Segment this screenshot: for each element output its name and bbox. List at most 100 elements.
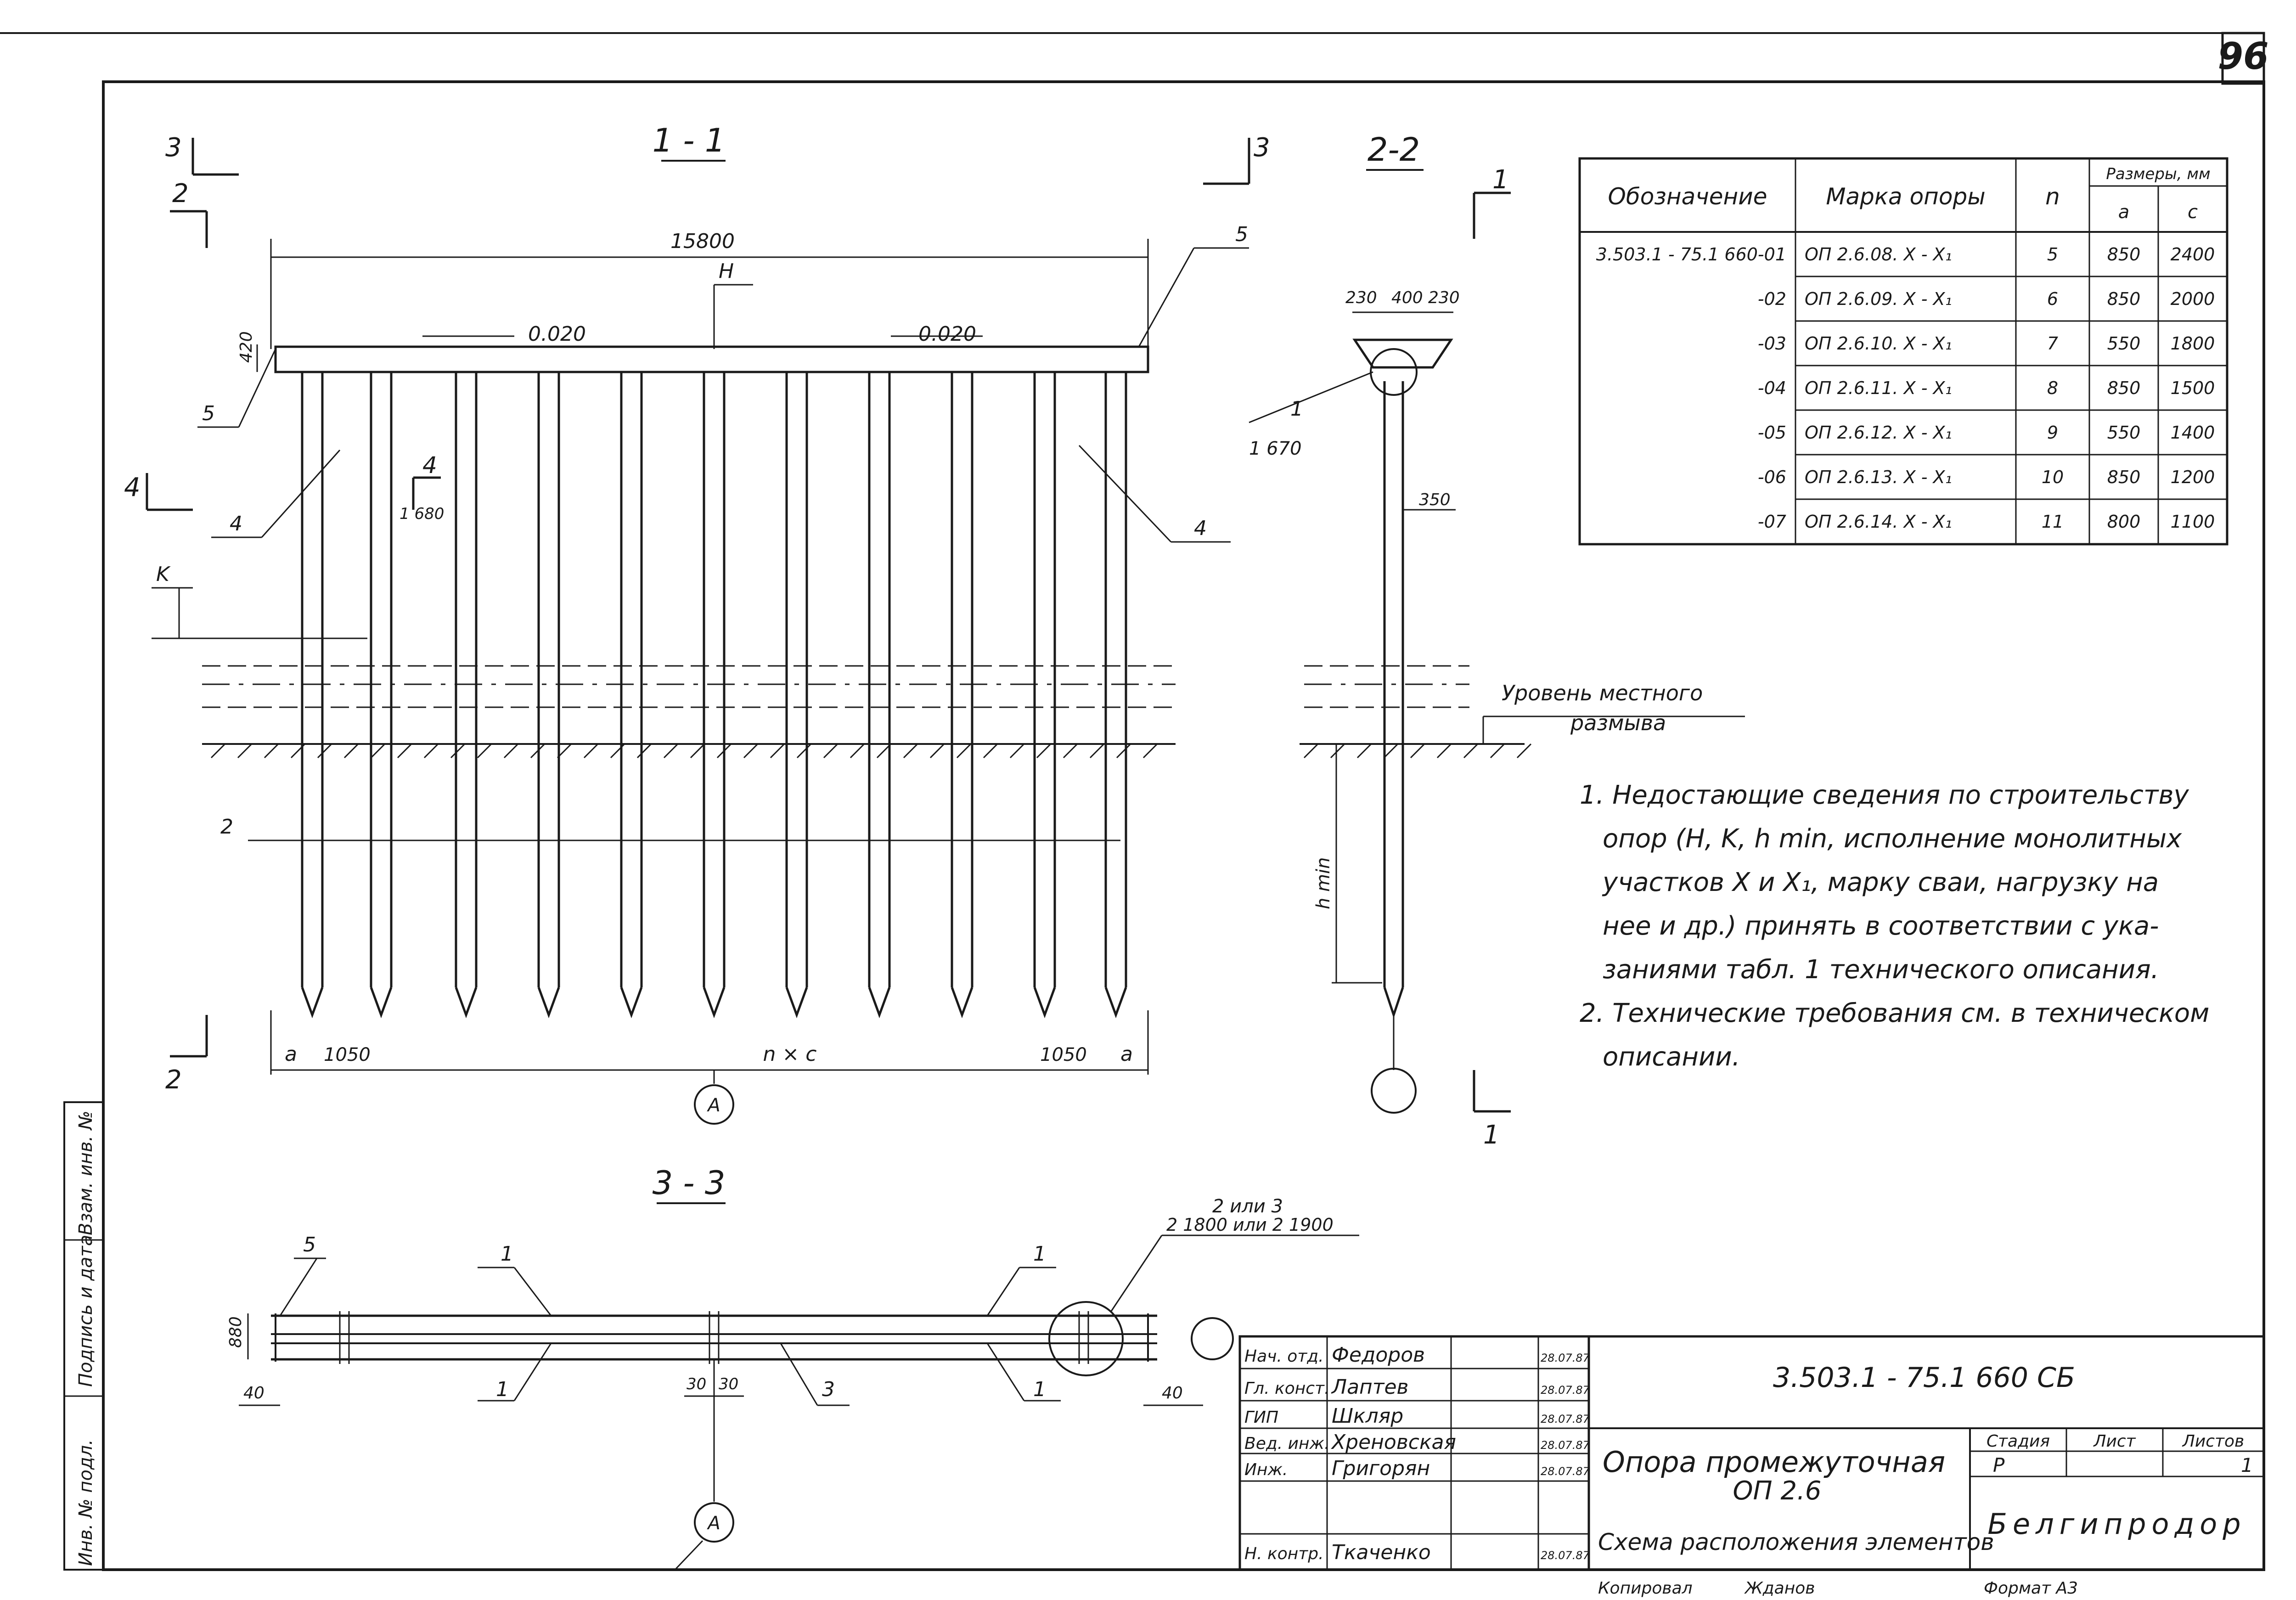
note-line: 1. Недостающие сведения по строительству xyxy=(1580,780,2189,810)
note-line: нее и др.) принять в соответствии с ука- xyxy=(1603,911,2159,941)
th-mark: Марка опоры xyxy=(1826,183,1985,210)
table-cell: ОП 2.6.08. X - X₁ xyxy=(1805,244,1952,265)
axis-a-bottom: A xyxy=(706,1513,720,1534)
slope-right: 0.020 xyxy=(918,322,976,346)
mark-k: K xyxy=(156,563,171,586)
tb-date: 28.07.87 xyxy=(1541,1439,1590,1452)
table-cell: 1400 xyxy=(2171,423,2215,443)
tb-role: Н. контр. xyxy=(1244,1544,1324,1563)
table-cell: 10 xyxy=(2042,467,2064,487)
tb-date: 28.07.87 xyxy=(1541,1549,1590,1562)
th-a: a xyxy=(2118,202,2130,223)
pile xyxy=(868,372,891,1019)
side-stamp-replace: Взам. инв. № xyxy=(75,1110,96,1235)
cap-height-dim: 420 xyxy=(237,331,256,363)
tb-date: 28.07.87 xyxy=(1541,1465,1590,1478)
dim-230-left: 230 xyxy=(1345,288,1377,307)
section-1-1: 1 - 1 15800 420 0.020 0.020 H K xyxy=(124,122,1532,1125)
section-3-3: 3 - 3 880 5 1 1 1 1 3 xyxy=(226,1164,1359,1571)
tb-name: Федоров xyxy=(1332,1343,1425,1367)
cut-4-left: 4 xyxy=(124,473,141,502)
callout-1: 1 xyxy=(1290,397,1303,421)
cut-4-ref: 1 680 xyxy=(400,505,444,523)
table-cell: 6 xyxy=(2047,289,2058,309)
side-stamp-sign: Подпись и дата xyxy=(75,1235,96,1387)
edge-40-left: 40 xyxy=(243,1384,264,1403)
note-line: опор (H, K, h min, исполнение монолитных xyxy=(1603,824,2182,854)
copied-label: Копировал xyxy=(1598,1579,1693,1598)
th-sizes: Размеры, мм xyxy=(2106,165,2210,183)
organization: Белгипродор xyxy=(1987,1507,2246,1541)
pile xyxy=(1104,372,1127,1019)
tb-name: Григорян xyxy=(1332,1457,1430,1480)
tb-role: Гл. конст. xyxy=(1244,1379,1329,1398)
edge-40-right: 40 xyxy=(1162,1384,1183,1403)
slope-left: 0.020 xyxy=(528,322,586,346)
overall-length-dim: 15800 xyxy=(670,230,735,253)
callout-3: 3 xyxy=(822,1378,835,1401)
node-ref-2: 2 1800 или 2 1900 xyxy=(1166,1215,1334,1235)
tb-name: Хреновская xyxy=(1331,1431,1456,1454)
table-cell: 1500 xyxy=(2171,378,2215,398)
scour-label-2: размыва xyxy=(1570,710,1666,735)
node-ref-1: 2 или 3 xyxy=(1212,1196,1283,1217)
table-cell: 11 xyxy=(2042,512,2064,532)
mark-h: H xyxy=(719,259,734,283)
section-1-1-title: 1 - 1 xyxy=(653,122,726,159)
table-cell: ОП 2.6.12. X - X₁ xyxy=(1805,423,1952,443)
end-a-left: a xyxy=(285,1042,297,1066)
note-line: описании. xyxy=(1603,1042,1740,1072)
table-cell: 2400 xyxy=(2171,244,2215,265)
pile xyxy=(301,372,324,1019)
tb-role: Вед. инж. xyxy=(1244,1434,1329,1453)
callout-5-right: 5 xyxy=(1235,223,1248,246)
pile xyxy=(703,372,726,1019)
callout-1-c: 1 xyxy=(496,1378,509,1401)
table-cell: -06 xyxy=(1758,467,1786,487)
tb-name: Лаптев xyxy=(1331,1375,1408,1399)
th-c: c xyxy=(2188,202,2198,223)
piles-group xyxy=(301,372,1127,1019)
table-cell: 550 xyxy=(2107,423,2141,443)
note-line: участков X и X₁, марку сваи, нагрузку на xyxy=(1602,868,2159,897)
width-880: 880 xyxy=(226,1316,245,1348)
note-line: 2. Технические требования см. в техничес… xyxy=(1580,998,2209,1028)
section-2-2: 2-2 230 400 230 350 1 1 670 Уровень мест… xyxy=(1249,131,1745,1150)
callout-4-left: 4 xyxy=(230,512,242,535)
section-2-2-title: 2-2 xyxy=(1367,131,1420,169)
tb-date: 28.07.87 xyxy=(1541,1413,1590,1425)
table-cell: -07 xyxy=(1758,512,1786,532)
cut-markers: 3 2 3 4 4 1 680 2 xyxy=(124,133,1270,1095)
cut-4-mid: 4 xyxy=(422,452,437,479)
title-block-row: Вед. инж.Хреновская 28.07.87 xyxy=(1244,1431,1590,1454)
section-3-3-title: 3 - 3 xyxy=(653,1164,726,1202)
stage-value: Р xyxy=(1993,1454,2005,1476)
side-stamp-inv: Инв. № подл. xyxy=(75,1439,96,1566)
pile xyxy=(1033,372,1056,1019)
callout-1-ref: 1 670 xyxy=(1249,438,1302,459)
pile xyxy=(620,372,643,1019)
sheet-header: Лист xyxy=(2093,1432,2136,1451)
callout-4-right: 4 xyxy=(1194,517,1207,540)
callout-1-a: 1 xyxy=(501,1242,513,1266)
table-cell: -03 xyxy=(1758,333,1786,354)
table-cell: ОП 2.6.09. X - X₁ xyxy=(1805,289,1952,309)
table-cell: -02 xyxy=(1758,289,1786,309)
drawing-subtitle: Схема расположения элементов xyxy=(1598,1529,1994,1555)
cut-1-bottom: 1 xyxy=(1483,1120,1500,1150)
table-cell: 1800 xyxy=(2171,333,2215,354)
table-cell: 550 xyxy=(2107,333,2141,354)
side-stamp: Инв. № подл. Подпись и дата Взам. инв. № xyxy=(63,1101,104,1571)
callout-5-left: 5 xyxy=(202,402,215,425)
tb-role: Нач. отд. xyxy=(1244,1347,1324,1366)
dim-400: 400 xyxy=(1391,288,1423,307)
